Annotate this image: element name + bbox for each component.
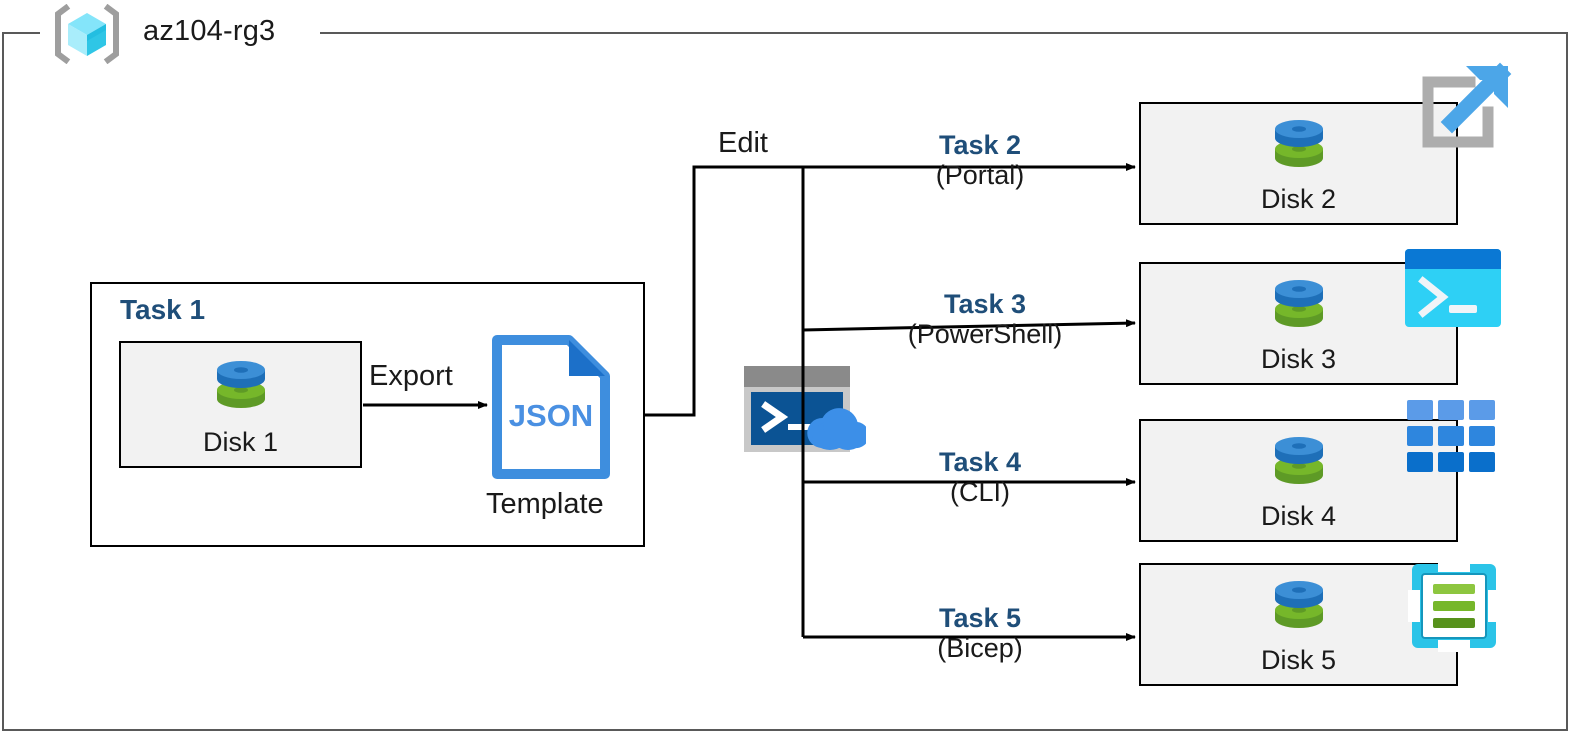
disk-stack-icon [210,357,272,413]
disk5-box[interactable]: Disk 5 [1139,563,1458,686]
disk3-box[interactable]: Disk 3 [1139,262,1458,385]
powershell-icon[interactable] [1405,249,1501,327]
task3-title: Task 3 [943,289,1027,319]
task3-method: (PowerShell) [907,319,1063,350]
disk5-caption: Disk 5 [1260,645,1336,675]
resource-group-cube-icon [48,3,128,65]
json-file-icon[interactable]: JSON [491,334,611,480]
resource-group-frame-label-gap [40,22,320,44]
task1-label: Task 1 [120,294,206,325]
azure-cloud-shell-icon[interactable] [744,366,870,452]
resource-group-name: az104-rg3 [143,15,276,47]
task2-title: Task 2 [938,130,1022,160]
task5-title: Task 5 [938,603,1022,633]
azure-cli-grid-icon[interactable] [1407,400,1495,472]
task5-method: (Bicep) [937,633,1023,664]
disk1-box[interactable]: Disk 1 [119,341,362,468]
disk4-box[interactable]: Disk 4 [1139,419,1458,542]
disk-stack-icon [1268,116,1330,172]
svg-text:JSON: JSON [509,398,593,433]
disk2-caption: Disk 2 [1260,184,1336,214]
disk-stack-icon [1268,433,1330,489]
bicep-icon[interactable] [1408,560,1500,652]
task3-label: Task 3 (PowerShell) [855,289,1115,349]
disk2-box[interactable]: Disk 2 [1139,102,1458,225]
task5-label: Task 5 (Bicep) [855,603,1105,663]
disk1-caption: Disk 1 [202,427,278,457]
task2-method: (Portal) [935,160,1025,191]
edit-label: Edit [718,127,768,159]
task4-label: Task 4 (CLI) [855,447,1105,507]
resource-group-frame [2,32,1568,731]
disk4-caption: Disk 4 [1260,501,1336,531]
export-arrow-label: Export [369,360,453,392]
disk-stack-icon [1268,276,1330,332]
task2-label: Task 2 (Portal) [855,130,1105,190]
azure-portal-icon[interactable] [1408,62,1512,166]
task4-title: Task 4 [938,447,1022,477]
disk-stack-icon [1268,577,1330,633]
task4-method: (CLI) [950,477,1010,508]
template-caption: Template [486,488,604,520]
disk3-caption: Disk 3 [1260,344,1336,374]
